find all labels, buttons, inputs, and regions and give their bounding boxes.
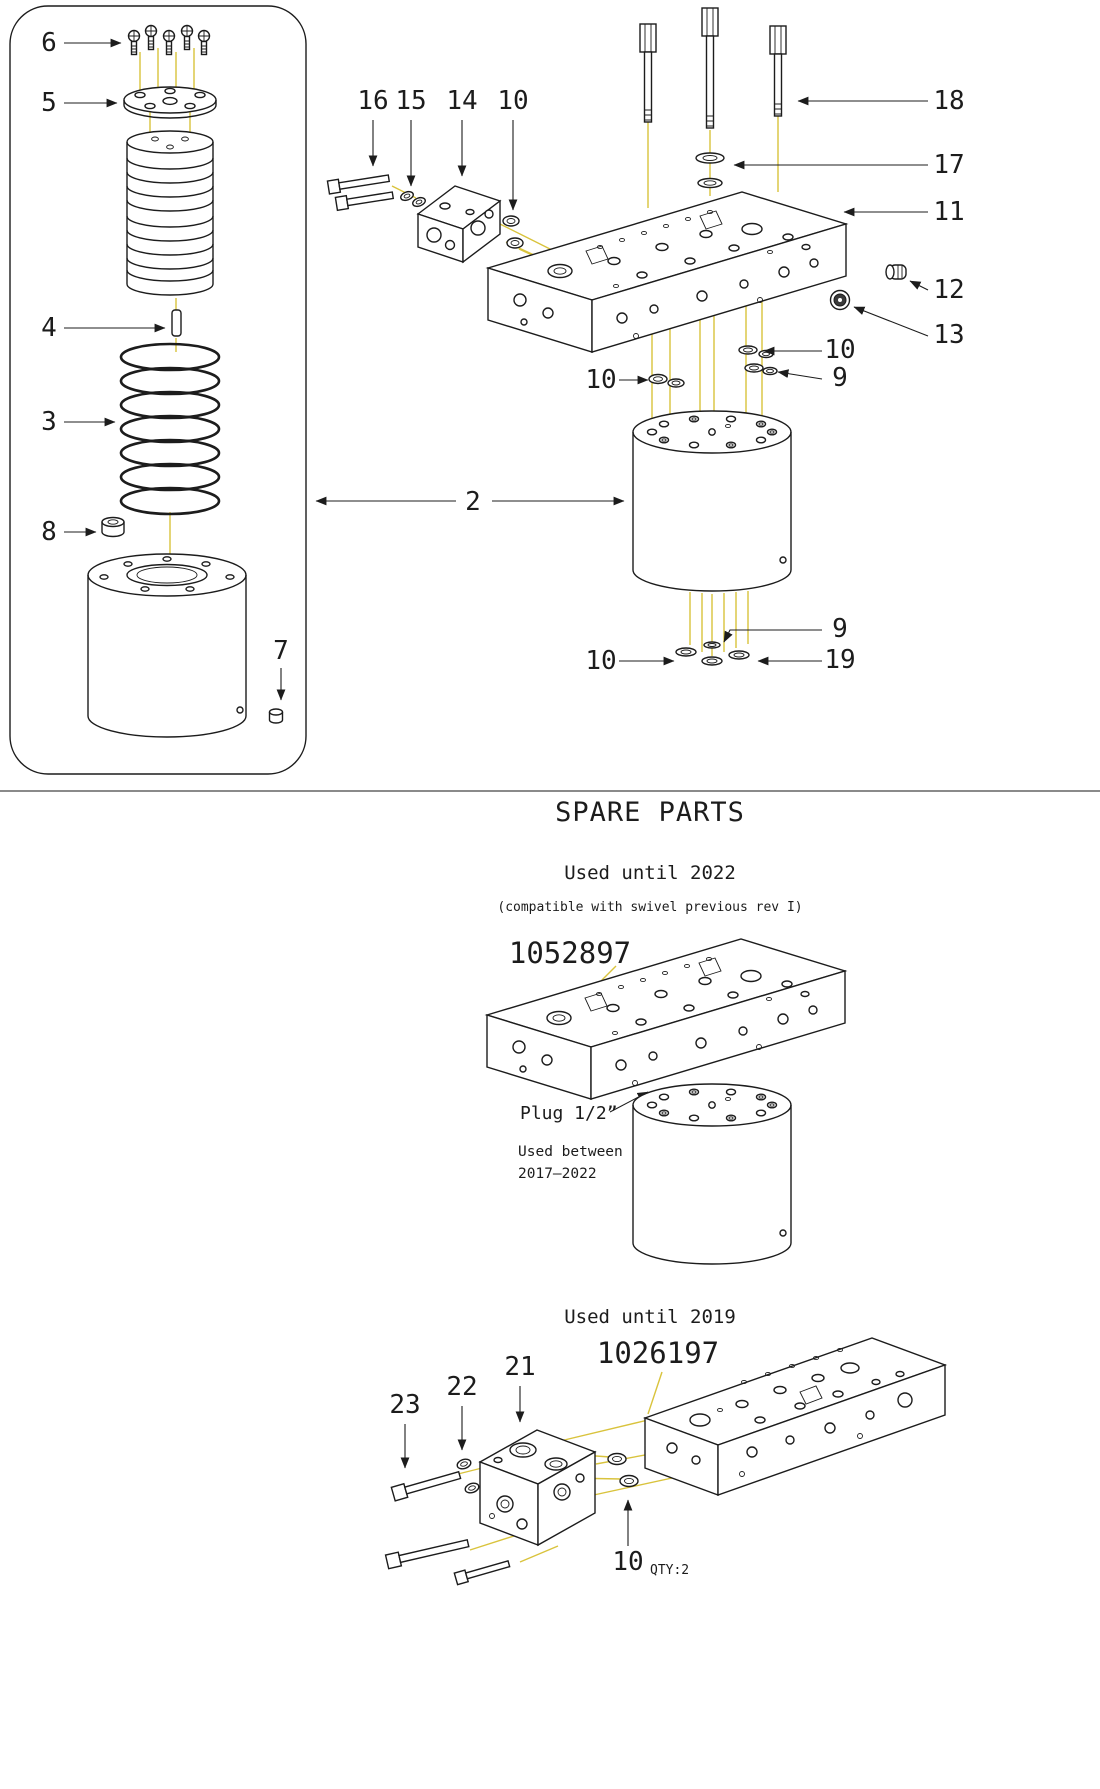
callout-10-top: 10 <box>497 86 528 116</box>
valve-block-part-21 <box>478 1429 597 1547</box>
plug-part-12 <box>885 264 907 280</box>
part-number-1026197: 1026197 <box>597 1336 719 1370</box>
swivel-assembly: 16 15 14 10 18 17 11 12 13 10 9 10 2 9 1… <box>315 7 965 676</box>
spare-2019-group: Used until 2019 1026197 <box>384 1306 948 1586</box>
valve-block-part-14 <box>416 185 502 264</box>
callout-5: 5 <box>41 88 57 118</box>
washers-part-10-top <box>502 215 524 249</box>
plug-part-8 <box>101 516 125 538</box>
screws-part-23 <box>384 1470 511 1586</box>
spare-parts-title: SPARE PARTS <box>555 797 745 828</box>
callout-15: 15 <box>395 86 426 116</box>
callout-6: 6 <box>41 28 57 58</box>
housing-cylinder <box>87 553 247 738</box>
washers-right-cluster <box>738 345 778 376</box>
callout-10-right: 10 <box>824 335 855 365</box>
panel-border <box>9 5 307 775</box>
callout-21: 21 <box>504 1352 535 1382</box>
swivel-cylinder-part-2 <box>632 410 792 592</box>
heading-used-until-2022: Used until 2022 <box>564 862 736 884</box>
callout-10-bottom: 10 <box>585 646 616 676</box>
orings-part-10-2019 <box>607 1452 639 1488</box>
callout-9-right: 9 <box>832 363 848 393</box>
callout-4: 4 <box>41 313 57 343</box>
note-compatibility: (compatible with swivel previous rev I) <box>497 900 802 915</box>
callout-3: 3 <box>41 407 57 437</box>
heading-used-until-2019: Used until 2019 <box>564 1306 736 1328</box>
spring-stack-part-3 <box>119 342 221 516</box>
plug-part-7 <box>268 708 284 724</box>
spare-2022-group: Used until 2022 (compatible with swivel … <box>486 862 846 1265</box>
callout-leaders-left <box>64 38 286 701</box>
callout-19: 19 <box>824 645 855 675</box>
callout-leaders-2019 <box>400 1386 633 1546</box>
callout-10-2019: 10 <box>612 1547 643 1577</box>
rotor-stack <box>126 130 214 296</box>
callout-7: 7 <box>273 636 289 666</box>
callout-leaders-right <box>315 96 929 666</box>
callout-10-left: 10 <box>585 365 616 395</box>
port-plate-part-5 <box>123 86 217 119</box>
spare-parts-section: SPARE PARTS Used until 2022 (compatible … <box>384 797 948 1586</box>
bolts-part-18 <box>639 7 787 129</box>
callout-12: 12 <box>933 275 964 305</box>
screws-part-6 <box>127 24 211 56</box>
callout-2: 2 <box>465 487 481 517</box>
washers-part-17 <box>695 152 725 189</box>
callout-14: 14 <box>446 86 477 116</box>
washers-left-cluster <box>648 373 685 388</box>
washers-part-22 <box>456 1458 480 1494</box>
callout-18: 18 <box>933 86 964 116</box>
callout-22: 22 <box>446 1372 477 1402</box>
callout-16: 16 <box>357 86 388 116</box>
spare-swivel-cylinder <box>632 1083 792 1265</box>
plug-part-13 <box>829 289 851 311</box>
washers-bottom-cluster <box>675 641 750 666</box>
callout-8: 8 <box>41 517 57 547</box>
qty-label: QTY:2 <box>650 1563 689 1578</box>
part-number-1052897: 1052897 <box>509 936 631 970</box>
alignment-lines-left <box>139 48 195 556</box>
used-between-line1: Used between <box>518 1144 623 1160</box>
manifold-block-part-11 <box>487 191 847 353</box>
callout-23: 23 <box>389 1390 420 1420</box>
callout-9-bottom: 9 <box>832 614 848 644</box>
bolts-part-16 <box>326 174 395 212</box>
plug-half-inch-label: Plug 1/2” <box>520 1103 618 1124</box>
used-between-line2: 2017–2022 <box>518 1166 597 1182</box>
exploded-view-panel: 6 5 4 3 8 7 <box>9 5 307 775</box>
washers-part-15 <box>400 190 426 208</box>
manifold-block-1026197 <box>642 1337 948 1497</box>
callout-11: 11 <box>933 197 964 227</box>
callout-13: 13 <box>933 320 964 350</box>
callout-17: 17 <box>933 150 964 180</box>
pin-part-4 <box>171 309 182 337</box>
